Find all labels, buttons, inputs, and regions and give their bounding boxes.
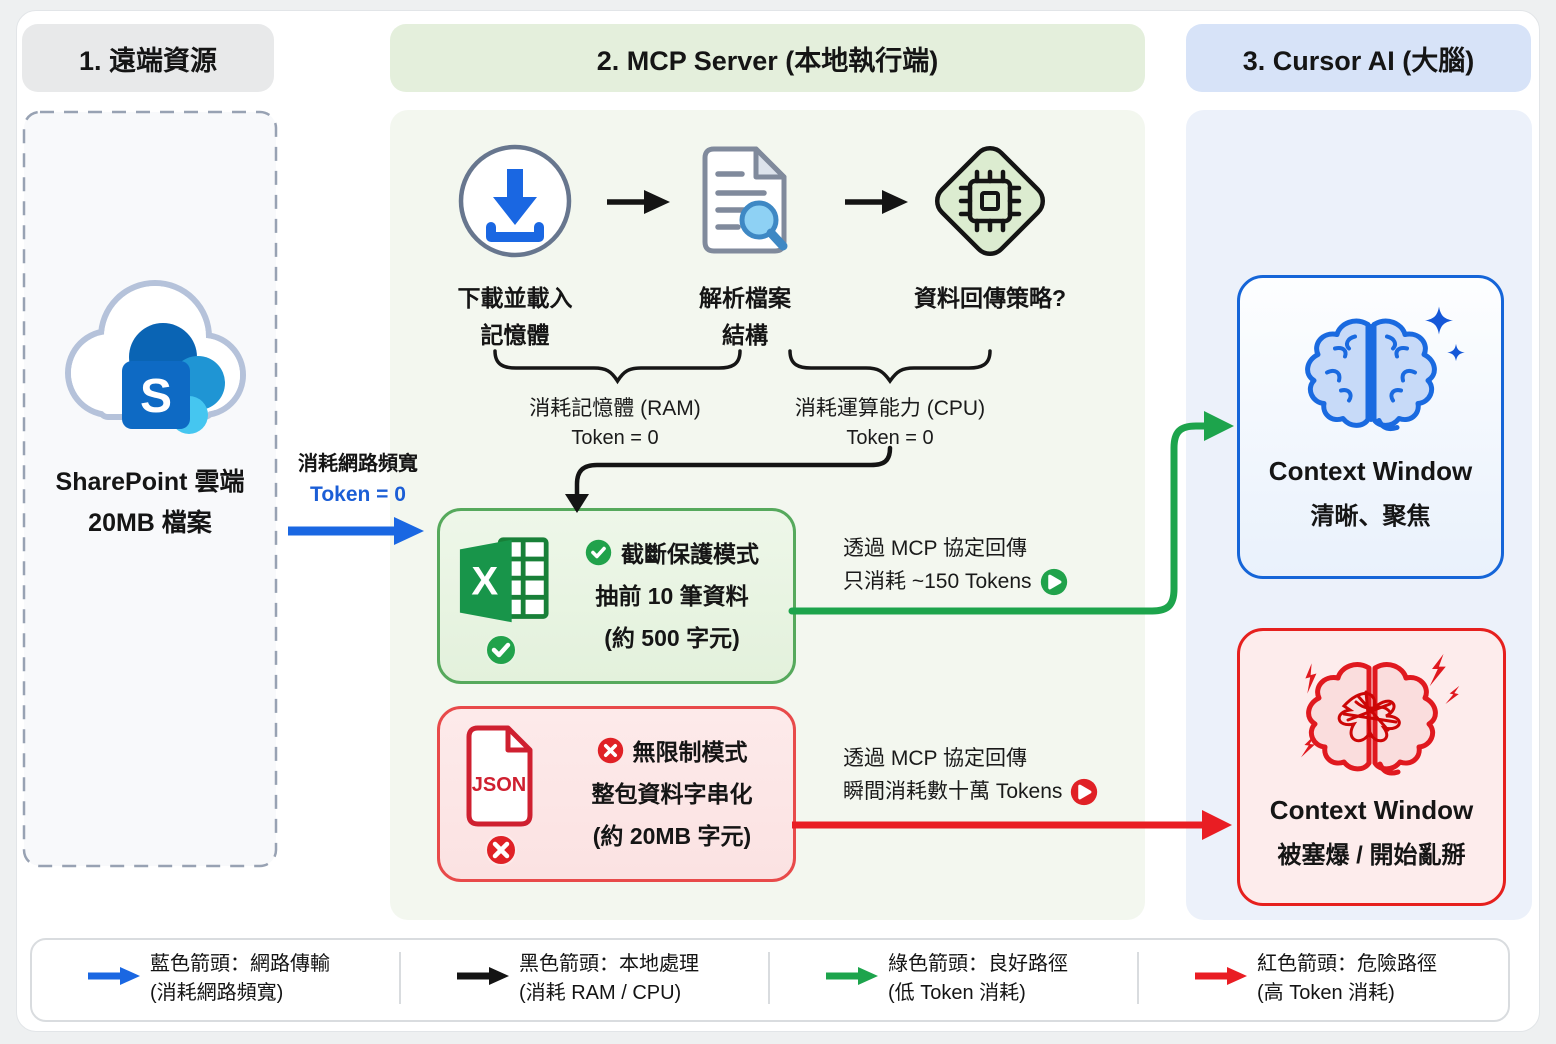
bad-context-title: Context Window [1269,795,1474,825]
good-context-subtitle: 清晰、聚焦 [1310,503,1431,530]
legend-red-arrow-icon [1195,967,1247,985]
json-file-icon: JSON [466,725,533,827]
sharepoint-tile [122,361,190,429]
danger-mode-box: JSON 無限制模式 整包資料字串化 (約 20MB 字元) [437,706,796,882]
legend-box [30,938,1510,1022]
header-remote-resources: 1. 遠端資源 [22,24,274,92]
header-remote-label: 1. 遠端資源 [78,45,218,76]
chip-strategy-icon [934,145,1046,257]
header-cursor-ai: 3. Cursor AI (大腦) [1186,24,1531,92]
safe-path-label: 透過 MCP 協定回傳 只消耗 ~150 Tokens [843,532,1068,598]
danger-mode-title-row: 無限制模式 [558,733,786,767]
network-transfer-token: Token = 0 [310,483,406,506]
step1-label: 下載並載入 記憶體 [457,285,573,348]
danger-mode-title: 無限制模式 [632,739,748,765]
ram-cost-label: 消耗記憶體 (RAM) [529,397,701,420]
check-circle-icon [485,634,517,666]
x-circle-icon [485,834,517,866]
healthy-brain-icon [1304,306,1465,432]
legend-divider [768,952,770,1004]
safe-mode-line3: (約 500 字元) [604,625,740,651]
ram-token-label: Token = 0 [571,427,659,449]
legend-item-good: 綠色箭頭：良好路徑 (低 Token 消耗) [888,953,1068,1004]
play-badge-green-icon [1040,568,1067,595]
dashed-border [22,110,278,868]
cpu-cost-label: 消耗運算能力 (CPU) [794,397,986,420]
header-mcp-label: 2. MCP Server (本地執行端) [596,45,939,76]
safe-mode-line2: 抽前 10 筆資料 [595,583,749,609]
bad-context-box: Context Window 被塞爆 / 開始亂掰 [1237,628,1506,906]
good-context-box: Context Window 清晰、聚焦 [1237,275,1504,579]
danger-path-label: 透過 MCP 協定回傳 瞬間消耗數十萬 Tokens [843,742,1098,808]
legend-item-network: 藍色箭頭：網路傳輸 (消耗網路頻寬) [150,953,330,1004]
sparkles-icon [1424,306,1465,362]
header-mcp-server: 2. MCP Server (本地執行端) [390,24,1145,92]
network-transfer-label: 消耗網路頻寬 [298,453,418,475]
safe-mode-box: X 截斷保護模式 抽前 10 筆資料 (約 500 字元) [437,508,796,684]
tangle-scribble [1337,690,1401,743]
legend-divider [1137,952,1139,1004]
excel-letter: X [471,558,498,603]
legend-item-local: 黑色箭頭：本地處理 (消耗 RAM / CPU) [519,953,699,1004]
legend-item-danger: 紅色箭頭：危險路徑 (高 Token 消耗) [1257,953,1437,1004]
legend-divider [399,952,401,1004]
play-badge-red-icon [1071,778,1098,805]
step3-label: 資料回傳策略? [913,285,1067,311]
sharepoint-letter: S [140,370,172,423]
parse-document-icon [702,146,788,254]
legend-black-arrow-icon [457,967,509,985]
source-name-line2: 20MB 檔案 [88,509,212,537]
download-icon [458,144,572,258]
json-label: JSON [472,774,526,796]
header-cursor-label: 3. Cursor AI (大腦) [1242,45,1475,76]
remote-source-box: S SharePoint 雲端 20MB 檔案 [22,110,278,868]
legend-green-arrow-icon [826,967,878,985]
step2-label: 解析檔案 結構 [699,285,791,348]
source-name-line1: SharePoint 雲端 [55,468,245,496]
overloaded-brain-icon [1300,654,1459,776]
safe-mode-title: 截斷保護模式 [621,541,759,567]
danger-mode-line3: (約 20MB 字元) [592,823,752,849]
danger-mode-line2: 整包資料字串化 [591,781,753,807]
lightning-bolts-icon [1300,654,1459,758]
excel-icon: X [459,537,549,623]
check-circle-icon [585,539,612,565]
sharepoint-cloud-icon: S [65,280,246,434]
good-context-title: Context Window [1268,456,1473,486]
x-circle-icon [597,737,623,763]
bad-context-subtitle: 被塞爆 / 開始亂掰 [1277,842,1466,869]
safe-mode-title-row: 截斷保護模式 [558,535,786,569]
legend-blue-arrow-icon [88,967,140,985]
magnifier-icon [739,200,779,240]
cpu-token-label: Token = 0 [846,427,934,449]
